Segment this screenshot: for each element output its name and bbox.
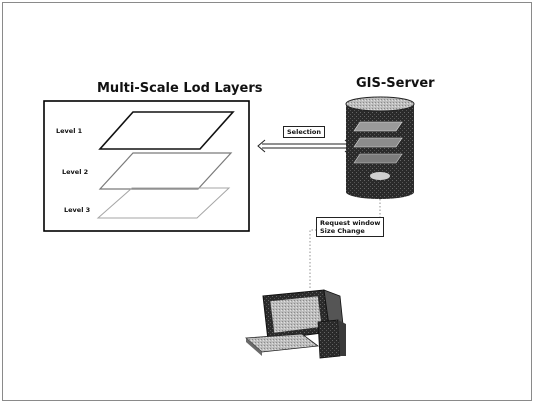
layers-panel [43, 100, 250, 232]
request-label-box: Request window Size Change [316, 217, 385, 238]
selection-double-arrow [257, 139, 353, 153]
server-title: GIS-Server [356, 76, 435, 91]
selection-label: Selection [287, 128, 322, 136]
layers-title: Multi-Scale Lod Layers [97, 81, 263, 96]
level-3-label: Level 3 [64, 206, 91, 214]
level-3-plane [96, 187, 231, 219]
request-label-line1: Request window [320, 219, 381, 227]
request-label-line2: Size Change [320, 227, 365, 236]
level-1-label: Level 1 [56, 127, 83, 135]
slide-frame [2, 2, 532, 401]
level-2-plane [98, 152, 233, 190]
level-1-plane [98, 111, 235, 150]
level-2-label: Level 2 [62, 168, 89, 176]
client-computer-icon [245, 289, 346, 359]
selection-label-box: Selection [283, 126, 326, 139]
gis-server-database-icon [345, 96, 415, 199]
request-connector-line [309, 199, 381, 290]
